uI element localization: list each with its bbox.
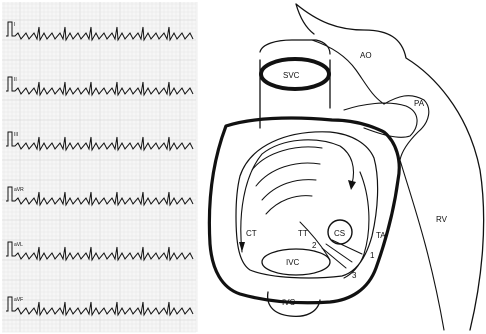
rv-border bbox=[400, 160, 444, 330]
ecg-lead-label: I bbox=[14, 22, 15, 28]
heart-outline bbox=[296, 4, 484, 330]
label-pa: PA bbox=[414, 99, 425, 108]
label-site-2: 2 bbox=[312, 241, 317, 250]
label-site-3: 3 bbox=[352, 271, 357, 280]
ecg-lead-label: II bbox=[14, 77, 17, 83]
label-rv: RV bbox=[436, 215, 448, 224]
diagram-labels: AO PA SVC RV CT TT CS TA IVC IVC 1 2 3 bbox=[246, 51, 448, 307]
label-cs: CS bbox=[334, 229, 345, 238]
activation-arrowhead bbox=[239, 242, 245, 252]
label-site-1: 1 bbox=[370, 251, 375, 260]
label-ivc-inner: IVC bbox=[286, 258, 300, 267]
label-svc: SVC bbox=[283, 71, 300, 80]
crista-terminalis-arcs bbox=[252, 147, 322, 214]
label-tt: TT bbox=[298, 229, 308, 238]
ablation-lines bbox=[322, 240, 362, 268]
ecg-lead-label: III bbox=[14, 132, 18, 138]
ecg-lead-label: aVR bbox=[14, 187, 24, 193]
tricuspid-annulus bbox=[344, 172, 369, 278]
svc-back-tube bbox=[260, 40, 330, 54]
aorta-outline bbox=[312, 40, 384, 104]
heart-diagram bbox=[209, 4, 483, 330]
label-ao: AO bbox=[360, 51, 372, 60]
atrial-appendage bbox=[344, 103, 417, 137]
label-ta: TA bbox=[376, 231, 386, 240]
right-atrium-chamber bbox=[236, 132, 378, 278]
label-ivc-outer: IVC bbox=[282, 298, 296, 307]
ecg-lead-label: aVF bbox=[14, 297, 23, 303]
activation-arrowhead-2 bbox=[348, 180, 356, 190]
label-ct: CT bbox=[246, 229, 257, 238]
ecg-lead-label: aVL bbox=[14, 242, 23, 248]
